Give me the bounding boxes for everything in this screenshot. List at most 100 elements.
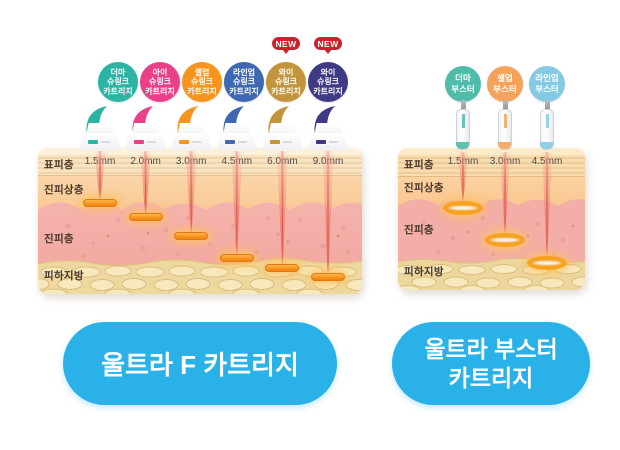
device-top: [86, 123, 114, 135]
pen-stripe: [546, 114, 549, 128]
device-chip: [179, 140, 190, 144]
bubble-line: 와이: [278, 67, 294, 77]
bubble-line: 슈링크: [106, 77, 130, 87]
focus-point: [265, 264, 300, 272]
device-body: [308, 133, 348, 150]
bubble-line: 슈링크: [232, 77, 256, 87]
cartridge-device: [124, 106, 168, 150]
layer-label-epidermis: 표피층: [44, 159, 74, 171]
cartridge-device: [215, 106, 259, 150]
bubble-line: 와이: [320, 67, 336, 77]
bubble-line: 라인업: [535, 72, 559, 83]
bubble-line: 카트리지: [271, 86, 301, 96]
device-top: [131, 123, 160, 135]
device-line: [283, 141, 293, 143]
bubble-line: 부스터: [451, 84, 475, 94]
device-line: [101, 141, 110, 143]
device-top: [314, 123, 342, 135]
bubble-line: 카트리지: [187, 86, 217, 96]
ultrasound-beam-core: [189, 151, 193, 235]
bubble-line: 슈링크: [148, 77, 172, 87]
bubble-line: 슈링크: [316, 77, 340, 87]
device-chip: [316, 140, 326, 144]
bubble-line: 더마: [455, 72, 471, 83]
ultrasound-beam-core: [503, 152, 507, 234]
ultrasound-beam-core: [235, 151, 239, 257]
pen-tip: [502, 100, 508, 110]
pen-tip: [544, 100, 550, 110]
ultrasound-beam-core: [545, 152, 549, 257]
cartridge-device: [78, 106, 122, 150]
device-chip: [88, 140, 98, 144]
ultra-f-cartridge-button[interactable]: 울트라 F 카트리지: [63, 322, 337, 405]
new-badge: NEW: [272, 37, 300, 50]
bubble-line: 아이: [152, 67, 168, 77]
focus-point: [311, 273, 345, 281]
bubble-line: 슈링크: [274, 77, 298, 87]
bubble-line: 셀업: [194, 67, 210, 77]
layer-label-subcut-fat: 피하지방: [404, 266, 444, 278]
bubble-line: 카트리지: [313, 86, 343, 96]
bubble-line: 카트리지: [229, 86, 259, 96]
pen-stripe: [462, 114, 465, 128]
layer-label-upper-dermis: 진피상층: [44, 184, 84, 196]
focus-point: [174, 232, 209, 240]
focus-point: [219, 254, 254, 262]
device-body: [216, 133, 257, 150]
device-line: [329, 141, 338, 143]
device-body: [125, 133, 166, 150]
cartridge-device: [306, 106, 350, 150]
booster-pen: [455, 100, 471, 150]
bubble-line: 슈링크: [190, 77, 214, 87]
ultrasound-beam-core: [461, 152, 465, 202]
focus-ring: [485, 233, 525, 247]
focus-point: [128, 213, 163, 221]
device-body: [80, 133, 120, 150]
booster-pen: [539, 100, 555, 150]
bubble-line: 카트리지: [145, 86, 175, 96]
layer-label-epidermis: 표피층: [404, 159, 434, 171]
focus-ring: [443, 201, 483, 215]
new-badge: NEW: [314, 37, 342, 50]
ultra-booster-cartridge-button[interactable]: 울트라 부스터 카트리지: [392, 322, 590, 405]
pen-body: [540, 109, 554, 150]
bubble-line: 부스터: [535, 84, 559, 94]
ultrasound-beam-core: [326, 151, 330, 276]
device-body: [262, 133, 303, 150]
focus-point: [83, 199, 117, 207]
pen-band: [456, 142, 469, 149]
focus-ring: [527, 256, 567, 270]
ultrasound-beam-core: [98, 151, 102, 202]
booster-pen: [497, 100, 513, 150]
bubble-line: 카트리지: [103, 86, 133, 96]
device-body: [171, 133, 212, 150]
device-chip: [133, 140, 144, 144]
pen-tip: [460, 100, 466, 110]
ultrasound-beam-core: [144, 151, 148, 216]
layer-label-dermis: 진피층: [404, 224, 434, 236]
device-top: [268, 123, 297, 135]
bubble-line: 더마: [110, 67, 126, 77]
layer-label-subcut-fat: 피하지방: [44, 270, 84, 282]
device-line: [146, 141, 156, 143]
device-top: [177, 123, 205, 135]
button-label-line2: 카트리지: [448, 364, 534, 391]
device-line: [237, 141, 247, 143]
button-label-line1: 울트라 부스터: [424, 336, 558, 363]
pen-band: [498, 142, 511, 149]
bubble-line: 셀업: [497, 72, 513, 83]
bubble-line: 부스터: [493, 84, 517, 94]
layer-label-dermis: 진피층: [44, 233, 74, 245]
cartridge-device: [169, 106, 213, 150]
device-top: [222, 123, 251, 135]
layer-label-upper-dermis: 진피상층: [404, 182, 444, 194]
pen-band: [540, 142, 553, 149]
